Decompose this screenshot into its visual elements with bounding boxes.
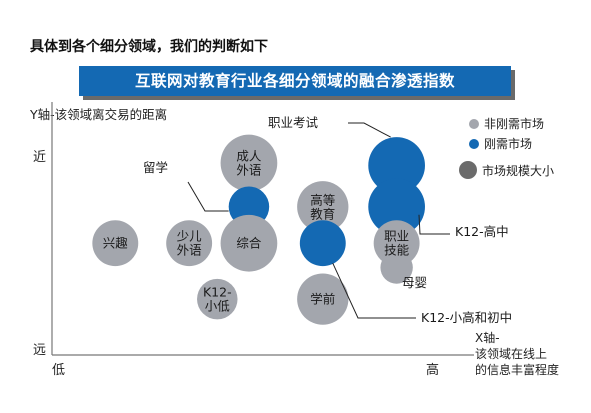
bubble-label-职业技能-0: 职业 bbox=[384, 229, 409, 244]
leader-line-留学 bbox=[187, 181, 229, 212]
bubble-label-职业技能-1: 技能 bbox=[384, 243, 410, 258]
x-axis-label-line-3: 的信息丰富程度 bbox=[475, 363, 560, 377]
leader-line-K12-小高和初中 bbox=[332, 262, 416, 319]
legend-label-size: 市场规模大小 bbox=[482, 163, 555, 178]
legend-label-essential: 刚需市场 bbox=[484, 137, 533, 151]
legend-label-non-essential: 非刚需市场 bbox=[484, 117, 545, 131]
x-axis-label-line-1: X轴- bbox=[475, 331, 500, 345]
bubble-K12-高中 bbox=[368, 178, 425, 236]
callout-label-留学: 留学 bbox=[143, 160, 168, 175]
x-axis-label-line-2: 该领域在线上 bbox=[475, 347, 548, 361]
x-tick-low: 低 bbox=[52, 363, 66, 378]
bubble-学前 bbox=[297, 273, 349, 325]
bubble-label-综合-0: 综合 bbox=[236, 236, 262, 251]
legend-item-size: 市场规模大小 bbox=[459, 161, 554, 179]
callout-label-K12-小高和初中: K12-小高和初中 bbox=[421, 310, 512, 325]
x-tick-high: 高 bbox=[426, 363, 440, 378]
bubble-label-少儿外语-0: 少儿 bbox=[177, 229, 203, 244]
callout-label-母婴: 母婴 bbox=[402, 275, 427, 290]
bubble-label-少儿外语-1: 外语 bbox=[177, 243, 202, 258]
bubble-职业考试 bbox=[368, 137, 425, 194]
legend-item-essential: 刚需市场 bbox=[469, 135, 532, 152]
bubble-少儿外语 bbox=[166, 220, 213, 267]
y-axis-label: Y轴-该领域离交易的距离 bbox=[30, 107, 168, 122]
bubble-label-K12-小低-0: K12- bbox=[203, 285, 232, 300]
bubble-成人外语 bbox=[220, 134, 278, 192]
bubble-兴趣 bbox=[92, 220, 139, 267]
leader-line-K12-高中 bbox=[418, 214, 450, 235]
bubble-综合 bbox=[220, 214, 278, 272]
legend-dot-essential bbox=[469, 138, 479, 149]
legend-dot-non-essential bbox=[469, 118, 479, 129]
y-tick-far: 远 bbox=[33, 343, 47, 358]
bubble-母婴 bbox=[380, 251, 413, 284]
bubble-label-兴趣-0: 兴趣 bbox=[103, 236, 129, 251]
y-tick-near: 近 bbox=[33, 150, 47, 165]
leader-line-职业考试 bbox=[348, 122, 391, 138]
headline: 具体到各个细分领域，我们的判断如下 bbox=[30, 39, 268, 55]
bubble-K12-小高和初中 bbox=[299, 220, 346, 267]
callout-label-职业考试: 职业考试 bbox=[268, 115, 319, 130]
bubble-K12-小低 bbox=[197, 278, 238, 320]
x-axis-label: X轴- 该领域在线上 的信息丰富程度 bbox=[475, 330, 559, 378]
bubble-label-成人外语-1: 外语 bbox=[236, 163, 261, 178]
bubble-label-K12-小低-1: 小低 bbox=[205, 299, 231, 314]
bubble-label-学前-0: 学前 bbox=[310, 292, 335, 307]
bubble-label-成人外语-0: 成人 bbox=[236, 149, 262, 164]
chart-title: 互联网对教育行业各细分领域的融合渗透指数 bbox=[79, 66, 511, 96]
callout-label-K12-高中: K12-高中 bbox=[455, 224, 509, 239]
bubble-高等教育 bbox=[297, 181, 349, 233]
legend-dot-size bbox=[459, 161, 477, 179]
bubble-label-高等教育-1: 教育 bbox=[310, 206, 335, 221]
bubble-职业技能 bbox=[373, 220, 420, 267]
bubble-label-高等教育-0: 高等 bbox=[310, 192, 335, 207]
legend-item-non-essential: 非刚需市场 bbox=[469, 115, 544, 132]
